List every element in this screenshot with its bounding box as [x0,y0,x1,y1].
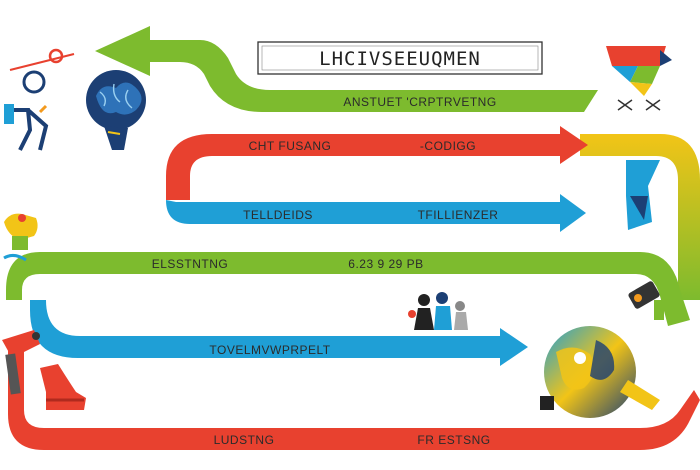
globe-icon [540,326,660,418]
green-top-arrow [95,26,598,112]
red-arrow-top [166,126,588,200]
green-mid-left-label: ELSSTNTNG [152,257,229,271]
diagram-title: LHCIVSEEUQMEN [319,48,481,70]
gym-equipment-icon [4,48,75,151]
red-bottom-left-label: LUDSTNG [214,433,275,447]
title-box: LHCIVSEEUQMEN [257,41,543,75]
red-bottom-right-label: FR ESTSNG [417,433,490,447]
hammer-icon [2,330,40,395]
blue-arrow-top [166,194,586,232]
yellow-right-band [580,134,700,300]
red-top-left-label: CHT FUSANG [249,139,332,153]
red-bottom-band [8,340,700,450]
people-group-icon [408,292,468,330]
brain-head-icon [86,70,146,150]
blue-arrow-lower [30,300,528,366]
blue-right-label: TFILLIENZER [418,208,499,222]
green-middle-band [6,252,690,326]
satellite-icon [3,213,38,262]
boot-icon [40,364,86,410]
red-top-right-label: -CODIGG [420,139,476,153]
hourglass-icon [626,160,660,230]
blue-lower-label: TOVELMVWPRPELT [209,343,330,357]
green-mid-right-label: 6.23 9 29 PB [348,257,423,271]
blue-left-label: TELLDEIDS [243,208,313,222]
telescope-icon [628,281,664,320]
green-top-label: ANSTUET 'CRPTRVETNG [343,95,496,109]
mosaic-cube-icon [606,46,672,111]
